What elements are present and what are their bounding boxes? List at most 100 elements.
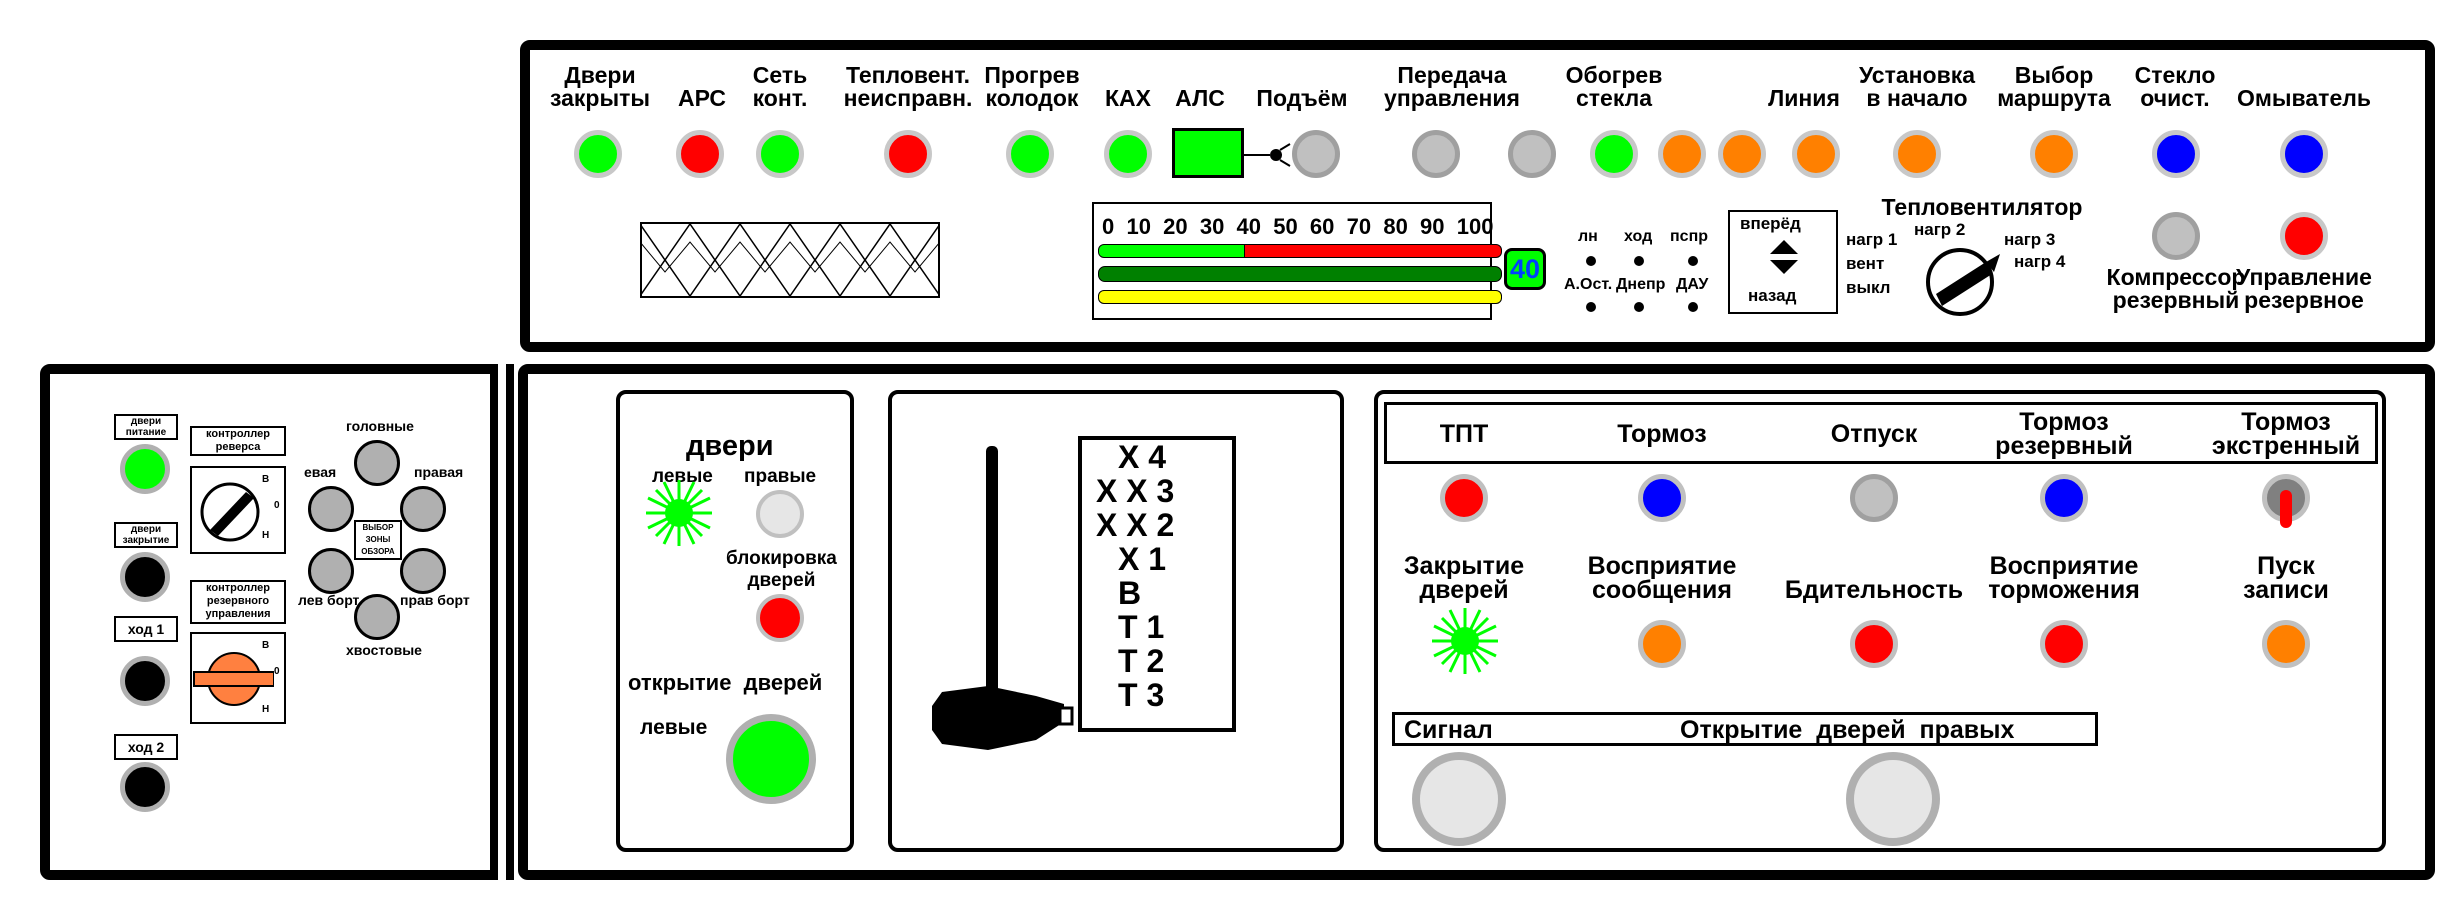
lamp-ars: [676, 130, 724, 178]
hod1-button[interactable]: [120, 656, 170, 706]
mirror-tail-button[interactable]: [354, 594, 400, 640]
doors-close-button[interactable]: [120, 552, 170, 602]
mirror-head-button[interactable]: [354, 440, 400, 486]
hod2-button[interactable]: [120, 762, 170, 812]
open-right-doors-button[interactable]: [1846, 752, 1940, 846]
doors-block-label: блокировка дверей: [726, 548, 837, 591]
speed-value-badge: 40: [1504, 248, 1546, 290]
controller-pos-4: Х 1: [1118, 541, 1167, 577]
mode-hod-dot: [1634, 256, 1644, 266]
brake-header-box: [1384, 402, 2378, 464]
reverser-label: контроллер реверса: [190, 426, 286, 456]
label-msg-ack: Восприятие сообщения: [1587, 552, 1737, 604]
mode-dau-dot: [1688, 302, 1698, 312]
header-brake-reserve: Тормоз резервный: [1995, 408, 2133, 460]
label-kah: КАХ: [1105, 85, 1151, 111]
left-divider: [490, 364, 514, 880]
hod2-label: ход 2: [114, 734, 178, 760]
lamp-set-start: [1893, 130, 1941, 178]
signal-label-box: [1392, 712, 2098, 746]
heater-n4: нагр 4: [2014, 252, 2066, 271]
label-washer: Омыватель: [2237, 85, 2371, 111]
mirror-left-button[interactable]: [308, 486, 354, 532]
label-heater-fault: Тепловент. неисправн.: [843, 62, 973, 111]
mode-hod: ход: [1624, 228, 1653, 245]
controller-subpanel: [888, 390, 1344, 852]
reverser-switch[interactable]: [196, 476, 266, 546]
button-brake-ack[interactable]: [2040, 620, 2088, 668]
heater-rotary-knob[interactable]: [1924, 244, 2000, 320]
label-compressor: Компрессор резервный: [2106, 264, 2246, 313]
header-tpt: ТПТ: [1439, 420, 1489, 448]
mode-aost: А.Ост.: [1564, 276, 1613, 293]
lamp-heater-fault: [884, 130, 932, 178]
controller-pos-3: Х Х 2: [1096, 507, 1175, 543]
brake-subpanel: [1374, 390, 2386, 852]
lamp-wiper[interactable]: [2152, 130, 2200, 178]
controller-pos-5: В: [1118, 575, 1142, 611]
lamp-route: [2030, 130, 2078, 178]
doors-open-left-button[interactable]: [726, 714, 816, 804]
mode-aost-dot: [1586, 302, 1596, 312]
label-start-record: Пуск записи: [2243, 552, 2329, 604]
mirror-lb-button[interactable]: [308, 548, 354, 594]
doors-open-label: открытие дверей: [628, 670, 823, 695]
mirror-head-label: головные: [346, 418, 414, 434]
mirror-lb-label: лев борт: [298, 592, 360, 608]
zigzag-display: [640, 222, 940, 298]
doors-power-label: двери питание: [114, 414, 178, 440]
reserve-pos-n: Н: [262, 704, 270, 715]
label-route: Выбор маршрута: [1997, 62, 2111, 111]
signal-button[interactable]: [1412, 752, 1506, 846]
mode-dnepr: Днепр: [1616, 276, 1666, 293]
lamp-lift: [1292, 130, 1340, 178]
mirror-tail-label: хвостовые: [346, 642, 422, 658]
lamp-glass-heat-2: [1658, 130, 1706, 178]
reverser-pos-0: 0: [274, 500, 280, 511]
header-brake: Тормоз: [1617, 420, 1707, 448]
reserve-controller-switch[interactable]: [192, 646, 274, 712]
controller-pos-2: Х Х 3: [1096, 473, 1175, 509]
lamp-line: [1792, 130, 1840, 178]
doors-power-button[interactable]: [120, 444, 170, 494]
speed-scale: 0 10 20 30 40 50 60 70 80 90 100: [1102, 214, 1494, 239]
mirror-right-label: правая: [414, 464, 464, 480]
mode-dau: ДАУ: [1676, 276, 1709, 293]
label-glass-heat: Обогрев стекла: [1565, 62, 1663, 111]
lamp-transfer-1: [1412, 130, 1460, 178]
heater-n2: нагр 2: [1914, 220, 1966, 239]
label-set-start: Установка в начало: [1858, 62, 1976, 111]
lamp-release: [1850, 474, 1898, 522]
direction-forward-label: вперёд: [1740, 214, 1801, 233]
controller-handle[interactable]: [928, 680, 1076, 756]
controller-pos-8: Т 3: [1118, 677, 1165, 713]
label-doors-closing: Закрытие дверей: [1403, 552, 1525, 604]
controller-pos-7: Т 2: [1118, 643, 1165, 679]
lamp-doors-closed: [574, 130, 622, 178]
mirror-rb-button[interactable]: [400, 548, 446, 594]
lamp-brake-reserve: [2040, 474, 2088, 522]
label-lift: Подъём: [1256, 85, 1348, 111]
heater-n3: нагр 3: [2004, 230, 2056, 249]
direction-back-label: назад: [1748, 286, 1797, 305]
doors-left-indicator: [646, 480, 712, 546]
header-release: Отпуск: [1830, 420, 1918, 448]
label-als: АЛС: [1175, 85, 1225, 111]
speed-bar-red: [1244, 244, 1502, 258]
mirror-rb-label: прав борт: [400, 592, 470, 608]
direction-arrows-icon: [1770, 240, 1798, 274]
label-doors-closed: Двери закрыты: [549, 62, 651, 111]
label-transfer: Передача управления: [1384, 62, 1520, 111]
heater-vent: вент: [1846, 254, 1885, 273]
label-vigilance: Бдительность: [1784, 576, 1964, 604]
lamp-compressor[interactable]: [2152, 212, 2200, 260]
button-vigilance[interactable]: [1850, 620, 1898, 668]
mirror-right-button[interactable]: [400, 486, 446, 532]
button-msg-ack[interactable]: [1638, 620, 1686, 668]
reserve-pos-0: 0: [274, 666, 280, 677]
button-start-record[interactable]: [2262, 620, 2310, 668]
emergency-brake-lever: [2280, 490, 2292, 528]
lamp-washer[interactable]: [2280, 130, 2328, 178]
lamp-control-reserve[interactable]: [2280, 212, 2328, 260]
controller-pos-6: Т 1: [1118, 609, 1165, 645]
